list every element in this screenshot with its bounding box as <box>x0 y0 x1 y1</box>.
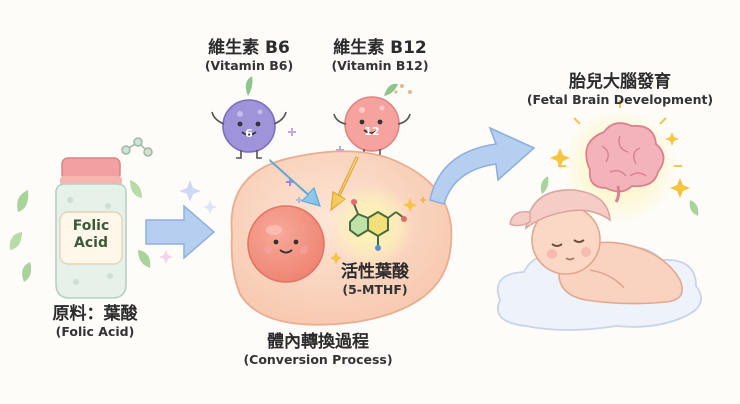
mthf-molecule <box>330 184 417 268</box>
vitamin-b6-caption: 維生素 B6 (Vitamin B6) <box>184 38 314 74</box>
vitamin-b12-subtitle: (Vitamin B12) <box>331 58 429 73</box>
conversion-caption: 體內轉換過程 (Conversion Process) <box>218 332 418 368</box>
brain-development-caption: 胎兒大腦發育 (Fetal Brain Development) <box>510 72 730 108</box>
leaf-icon <box>384 83 398 96</box>
vitamin-b6-character <box>211 76 296 159</box>
arrow-to-cell <box>145 204 216 260</box>
star-icon <box>670 178 690 198</box>
sparkle-icon <box>403 198 417 212</box>
sparkle-icon <box>159 250 173 264</box>
sleeping-baby <box>496 189 703 331</box>
active-folate-subtitle: (5-MTHF) <box>342 282 408 297</box>
leaf-icon <box>245 76 253 96</box>
vitamin-b12-character <box>333 83 412 158</box>
leaf-icon <box>689 200 699 216</box>
folic-acid-caption: 原料：葉酸 (Folic Acid) <box>20 304 170 340</box>
brain-development-subtitle: (Fetal Brain Development) <box>526 92 714 107</box>
vitamin-b6-subtitle: (Vitamin B6) <box>204 58 294 73</box>
vitamin-b12-title: 維生素 B12 <box>333 38 427 58</box>
brain-development-title: 胎兒大腦發育 <box>569 72 671 92</box>
leaf-icon <box>22 262 32 282</box>
leaf-icon <box>138 250 151 268</box>
molecule-icon <box>121 137 153 157</box>
bottle-label: Folic Acid <box>60 218 122 252</box>
conversion-title: 體內轉換過程 <box>267 332 369 352</box>
arrow-to-baby <box>429 126 536 205</box>
leaf-icon <box>17 190 29 212</box>
star-icon <box>550 148 570 168</box>
sparkle-icon <box>179 180 201 202</box>
vitamin-b12-badge: 12 <box>364 125 380 138</box>
bottle-label-line2: Acid <box>74 235 108 251</box>
star-icon <box>665 132 679 146</box>
leaf-icon <box>540 176 549 194</box>
bottle-label-line1: Folic <box>72 218 110 234</box>
sparkle-icon <box>203 200 217 214</box>
folic-acid-title: 原料：葉酸 <box>52 304 138 324</box>
folic-acid-bottle <box>9 137 153 299</box>
vitamin-b6-badge: 6 <box>245 127 253 140</box>
conversion-subtitle: (Conversion Process) <box>243 352 393 367</box>
vitamin-rays <box>269 156 359 212</box>
cell-nucleus <box>247 205 325 283</box>
active-folate-caption: 活性葉酸 (5-MTHF) <box>320 262 430 298</box>
vitamin-b6-title: 維生素 B6 <box>208 38 290 58</box>
folic-acid-subtitle: (Folic Acid) <box>55 324 135 339</box>
leaf-icon <box>9 232 22 250</box>
glow-rays <box>558 100 682 167</box>
active-folate-title: 活性葉酸 <box>341 262 409 282</box>
sparkle-icon <box>330 252 342 264</box>
vitamin-b12-caption: 維生素 B12 (Vitamin B12) <box>310 38 450 74</box>
b6-ray-arrow <box>269 158 321 207</box>
leaf-icon <box>130 180 142 198</box>
